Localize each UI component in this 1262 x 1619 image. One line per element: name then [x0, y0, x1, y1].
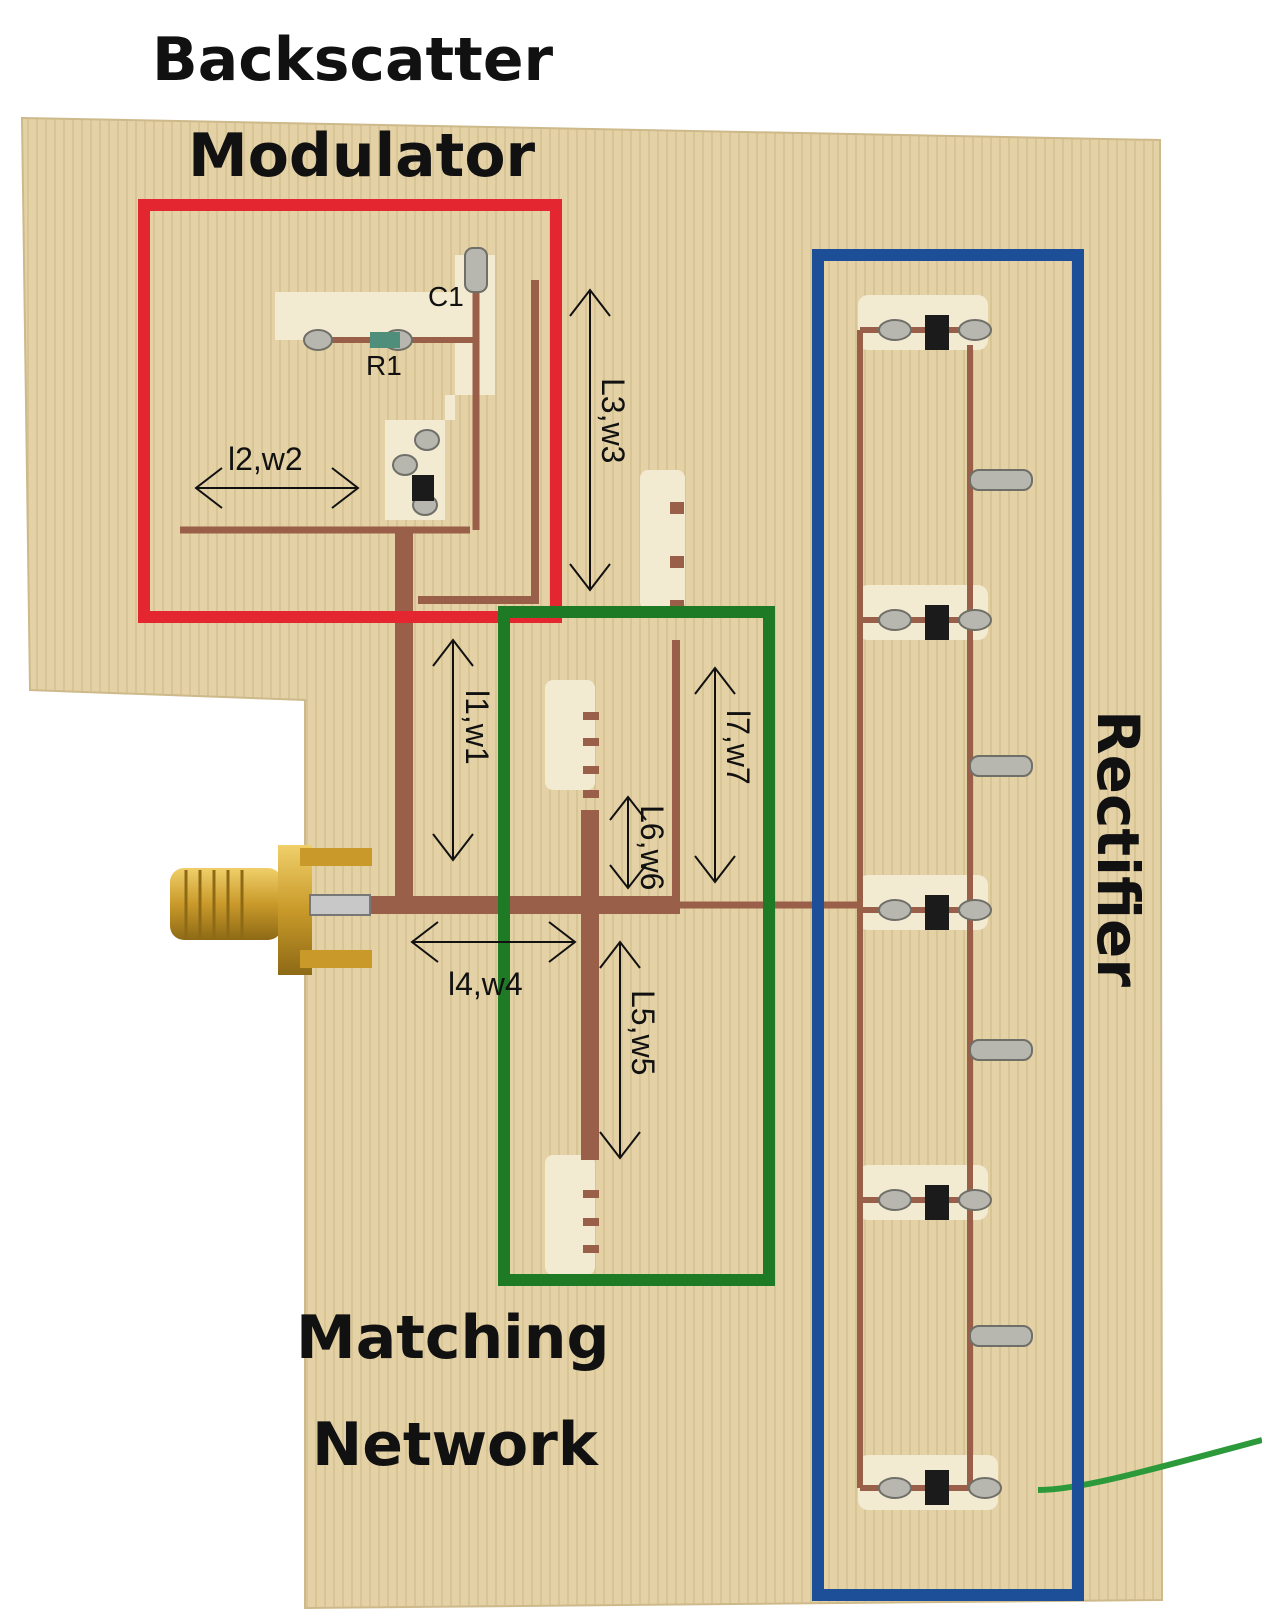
modulator-box: [138, 199, 562, 623]
r1-label: R1: [366, 350, 402, 381]
backscatter-heading-line2: Modulator: [188, 121, 536, 191]
microstrip-traces: [180, 262, 1000, 1491]
matching-heading-line2: Network: [312, 1410, 600, 1480]
dim-label-l2w2: l2,w2: [228, 441, 303, 477]
rectifier-heading: Rectifier: [1084, 710, 1152, 987]
dim-label-l1w1: l1,w1: [459, 690, 495, 765]
dim-label-l4w4: l4,w4: [448, 966, 523, 1002]
backscatter-heading-line1: Backscatter: [152, 25, 554, 95]
dim-label-l7w7: l7,w7: [720, 710, 756, 785]
dim-label-l3w3: L3,w3: [595, 378, 631, 463]
rectifier-box: [812, 249, 1084, 1601]
matching-heading-line1: Matching: [296, 1303, 609, 1373]
components: [303, 247, 1033, 1505]
dim-label-l6w6: L6,w6: [634, 805, 670, 890]
c1-label: C1: [428, 281, 464, 312]
dim-label-l5w5: L5,w5: [625, 990, 661, 1075]
output-wire: [1037, 1437, 1262, 1493]
sma-connector: [170, 845, 372, 975]
matching-network-box: [498, 606, 775, 1286]
dimension-arrows: [194, 288, 736, 1160]
